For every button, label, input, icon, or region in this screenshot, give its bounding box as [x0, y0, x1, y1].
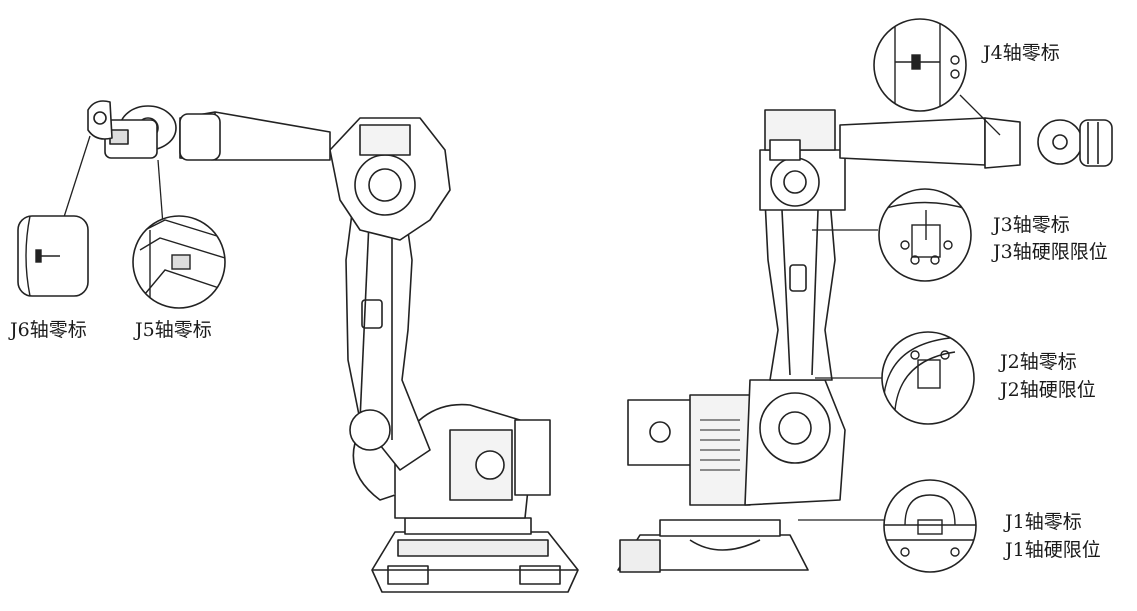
- j5-zero-callout: [132, 215, 226, 309]
- right-forearm: [839, 117, 1113, 169]
- j2-zero-label: J2轴零标: [1000, 351, 1077, 373]
- j1-hard-limit-label: J1轴硬限位: [1005, 539, 1101, 561]
- left-wrist: [87, 100, 177, 159]
- j2-hard-limit-label: J2轴硬限位: [1000, 379, 1096, 401]
- left-forearm: [179, 111, 331, 161]
- right-base: [617, 519, 809, 573]
- j4-zero-callout: [873, 18, 967, 112]
- j1-zero-callout: [883, 479, 977, 573]
- j6-zero-callout: [17, 215, 89, 297]
- j6-zero-label: J6轴零标: [10, 319, 87, 341]
- left-turntable: [352, 403, 551, 519]
- right-turntable: [627, 379, 846, 506]
- left-base: [371, 517, 579, 593]
- j1-zero-label: J1轴零标: [1005, 511, 1082, 533]
- robot-right-view: [617, 109, 1113, 573]
- robot-left-view: [87, 100, 579, 593]
- right-lower-arm: [764, 199, 836, 381]
- left-lower-arm: [345, 189, 431, 471]
- left-j3-housing: [329, 117, 451, 241]
- j3-hard-limit-label: J3轴硬限限位: [993, 241, 1108, 263]
- j4-zero-label: J4轴零标: [983, 42, 1060, 64]
- leaders-right: [798, 94, 1001, 521]
- j3-zero-callout: [878, 188, 972, 282]
- right-j3-housing: [759, 109, 846, 211]
- j3-zero-label: J3轴零标: [993, 214, 1070, 236]
- j5-zero-label: J5轴零标: [135, 319, 212, 341]
- j2-zero-callout: [881, 331, 975, 425]
